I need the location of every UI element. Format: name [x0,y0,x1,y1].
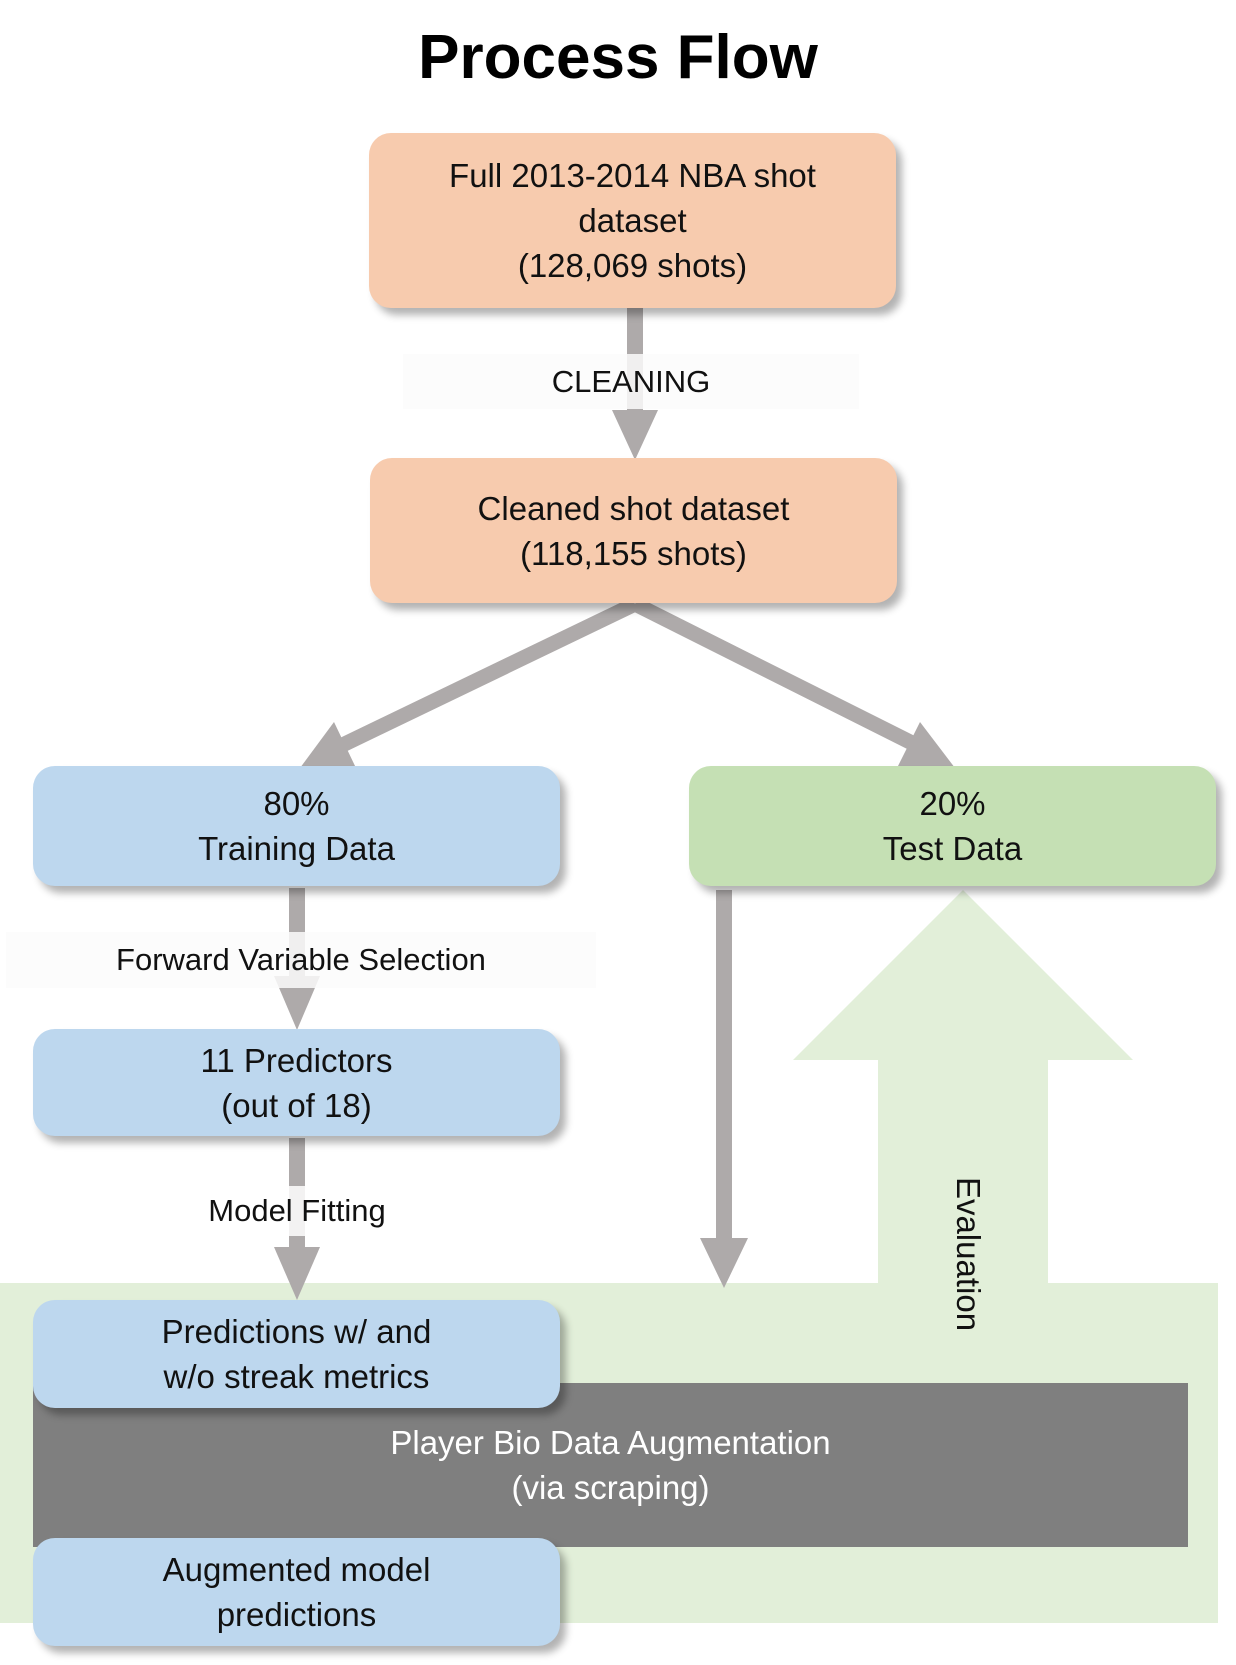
node-full-dataset-text: Full 2013-2014 NBA shot dataset (128,069… [449,157,816,284]
edge-label-cleaning: CLEANING [403,354,859,409]
arrow-cleaning-head [612,410,658,460]
node-test-data-text: 20% Test Data [882,785,1023,867]
edge-label-evaluation: Evaluation [950,1176,987,1332]
node-full-dataset: Full 2013-2014 NBA shot dataset (128,069… [369,133,896,308]
node-augmented-predictions-text: Augmented model predictions [162,1551,431,1633]
arrow-selection-head [274,976,320,1030]
arrow-split-train-shaft [324,597,639,759]
arrow-split-test-shaft [631,597,926,755]
edge-label-model-fitting: Model Fitting [178,1186,416,1236]
node-predictions-text: Predictions w/ and w/o streak metrics [161,1313,432,1395]
node-augmented-predictions: Augmented model predictions [33,1538,560,1646]
node-test-data: 20% Test Data [689,766,1216,886]
arrow-fitting-head [274,1247,320,1300]
page-title: Process Flow [418,23,818,92]
node-predictors-text: 11 Predictors (out of 18) [200,1041,393,1124]
arrow-split-train-head [300,722,356,768]
arrow-test-down-shaft [716,890,732,1240]
edge-label-forward-selection: Forward Variable Selection [6,932,596,988]
augmentation-bar-text: Player Bio Data Augmentation (via scrapi… [390,1424,831,1506]
node-predictions: Predictions w/ and w/o streak metrics [33,1300,560,1408]
node-cleaned-dataset: Cleaned shot dataset (118,155 shots) [370,458,897,603]
node-training-data: 80% Training Data [33,766,560,886]
arrow-split-test-head [897,722,955,768]
node-predictors: 11 Predictors (out of 18) [33,1029,560,1136]
arrow-test-down-head [700,1238,748,1288]
node-training-data-text: 80% Training Data [198,785,395,867]
augmentation-bar: Player Bio Data Augmentation (via scrapi… [33,1383,1188,1547]
node-cleaned-dataset-text: Cleaned shot dataset (118,155 shots) [477,489,790,572]
